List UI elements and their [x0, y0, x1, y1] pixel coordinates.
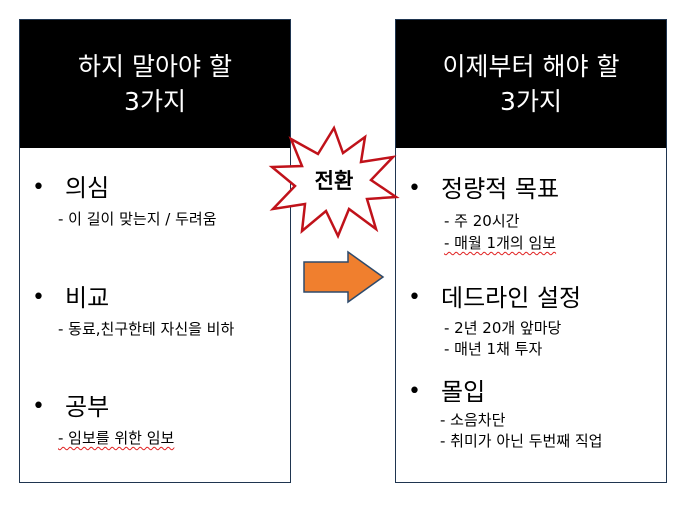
item-sub: - 매년 1채 투자 — [444, 340, 543, 358]
bullet: • — [32, 175, 45, 200]
item-sub: - 매월 1개의 임보 — [444, 234, 557, 252]
bullet: • — [408, 176, 421, 201]
bullet: • — [408, 285, 421, 310]
bullet: • — [408, 379, 421, 404]
item-sub: - 취미가 아닌 두번째 직업 — [440, 432, 603, 450]
bullet: • — [32, 285, 45, 310]
right-panel-header: 이제부터 해야 할 3가지 — [396, 20, 666, 148]
bullet: • — [32, 394, 45, 419]
left-panel-header: 하지 말아야 할 3가지 — [20, 20, 290, 148]
transition-arrow-icon — [303, 250, 385, 304]
left-header-line2: 3가지 — [124, 87, 186, 116]
left-panel: 하지 말아야 할 3가지 • 의심 - 이 길이 맞는지 / 두려움 • 비교 … — [19, 19, 291, 483]
item-title: 의심 — [65, 174, 110, 202]
item-title: 데드라인 설정 — [441, 284, 582, 312]
item-sub: - 임보를 위한 임보 — [58, 429, 175, 447]
right-panel: 이제부터 해야 할 3가지 • 정량적 목표 - 주 20시간 - 매월 1개의… — [395, 19, 667, 483]
item-sub: - 2년 20개 앞마당 — [444, 319, 562, 337]
item-sub: - 이 길이 맞는지 / 두려움 — [58, 210, 217, 228]
item-title: 정량적 목표 — [441, 175, 560, 203]
transition-label: 전환 — [315, 169, 354, 193]
left-header-line1: 하지 말아야 할 — [78, 52, 232, 81]
item-title: 공부 — [65, 393, 110, 421]
right-header-line2: 3가지 — [500, 87, 562, 116]
burst-shape — [268, 125, 400, 239]
right-header-line1: 이제부터 해야 할 — [442, 52, 620, 81]
item-title: 비교 — [65, 284, 110, 312]
item-sub: - 주 20시간 — [444, 212, 520, 230]
transition-burst: 전환 — [268, 125, 400, 239]
item-sub: - 동료,친구한테 자신을 비하 — [58, 320, 235, 338]
item-title: 몰입 — [441, 378, 486, 406]
item-sub: - 소음차단 — [440, 411, 506, 429]
